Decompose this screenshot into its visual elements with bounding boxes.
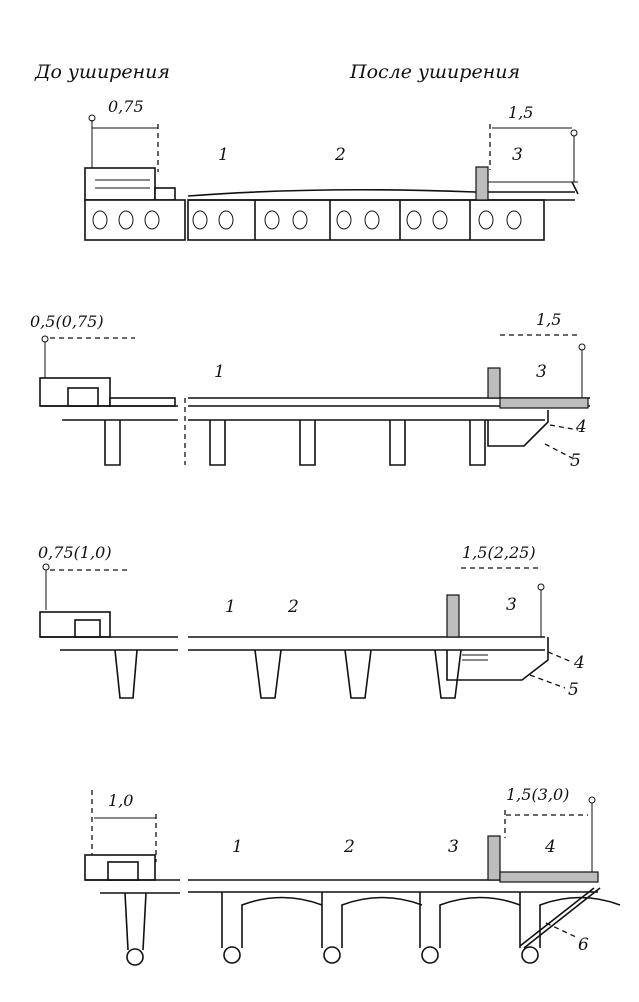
section-1-left-dimension: 0,75 — [108, 97, 144, 116]
section-2-callout: 1 — [214, 362, 225, 382]
section-2-t-beams: 0,5(0,75) 1,5 1 3 4 5 — [30, 310, 590, 471]
section-4-callout: 2 — [343, 837, 355, 857]
section-4-bulb-ribs: 1,0 1,5(3,0) 1 2 3 4 6 — [84, 785, 621, 966]
section-1-right-dimension: 1,5 — [508, 103, 533, 122]
section-3-left-dimension: 0,75(1,0) — [38, 543, 112, 562]
section-3-right-dimension: 1,5(2,25) — [462, 543, 536, 562]
section-3-callout: 5 — [568, 680, 579, 700]
section-3-callout: 2 — [287, 597, 299, 617]
header-after: После уширения — [349, 61, 520, 83]
section-2-callout: 5 — [570, 451, 581, 471]
section-1-callout: 3 — [512, 145, 523, 165]
section-2-callout: 4 — [575, 417, 587, 437]
section-4-callout: 4 — [544, 837, 556, 857]
section-2-callout: 3 — [536, 362, 547, 382]
section-1-callout: 1 — [218, 145, 229, 165]
section-3-ribbed: 0,75(1,0) 1,5(2,25) 1 2 3 4 5 — [38, 543, 585, 700]
section-4-callout: 6 — [578, 935, 589, 955]
section-4-callout: 3 — [448, 837, 459, 857]
section-2-left-dimension: 0,5(0,75) — [30, 312, 104, 331]
section-4-right-dimension: 1,5(3,0) — [506, 785, 569, 804]
header-before: До уширения — [34, 61, 170, 83]
section-1-callout: 2 — [334, 145, 346, 165]
section-3-callout: 1 — [225, 597, 236, 617]
section-1-hollow-slab: 0,75 1,5 1 2 3 — [84, 97, 579, 241]
section-3-callout: 4 — [573, 653, 585, 673]
section-2-right-dimension: 1,5 — [536, 310, 561, 329]
section-3-callout: 3 — [506, 595, 517, 615]
section-4-left-dimension: 1,0 — [108, 791, 133, 810]
section-4-callout: 1 — [232, 837, 243, 857]
